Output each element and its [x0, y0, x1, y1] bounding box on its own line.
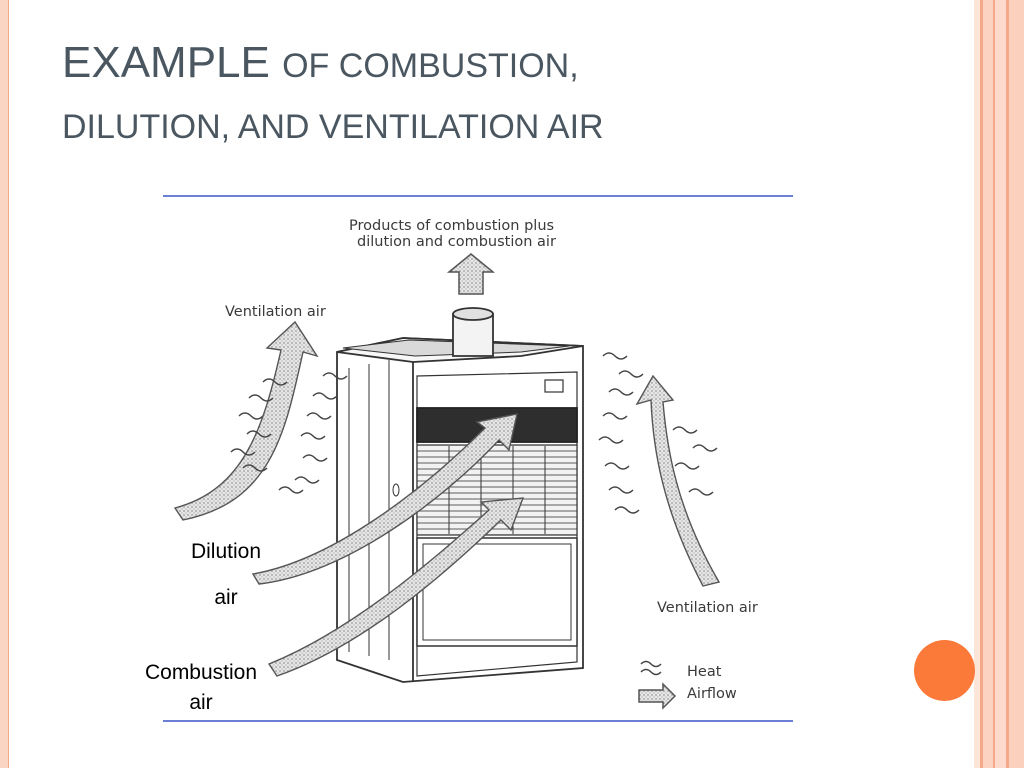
legend-airflow-label: Airflow	[687, 686, 737, 702]
furnace-cabinet	[336, 337, 584, 683]
ventilation-arrow-left	[173, 320, 319, 521]
furnace-diagram: Products of combustion plus dilution and…	[163, 190, 795, 730]
ventilation-left-label: Ventilation air	[225, 304, 326, 320]
legend-heat-label: Heat	[687, 664, 722, 680]
orange-circle-decoration	[914, 640, 975, 701]
title-example: EXAMPLE	[62, 38, 270, 87]
products-label: Products of combustion plus	[349, 218, 555, 234]
right-stripe-decoration	[974, 0, 1024, 768]
dilution-air-caption: Dilution	[180, 540, 272, 564]
title-dilution-ventilation: dilution, and ventilation air	[62, 108, 604, 146]
combustion-air-caption: Combustion air	[130, 658, 272, 718]
combustion-caption-line1: Combustion	[144, 661, 258, 684]
dilution-air-caption-2: air	[180, 586, 272, 610]
combustion-caption-line2: air	[189, 691, 213, 714]
dilution-air-arrow	[251, 413, 518, 585]
dilution-caption-line1: Dilution	[190, 540, 262, 563]
ventilation-right-label: Ventilation air	[657, 600, 758, 616]
flue-collar	[452, 307, 494, 357]
title-of-combustion: of combustion,	[282, 47, 579, 85]
heat-waves	[230, 352, 718, 514]
legend	[638, 660, 677, 710]
furnace-illustration	[163, 195, 793, 722]
products-label-line2: dilution and combustion air	[357, 234, 556, 250]
exhaust-arrow	[446, 253, 496, 295]
combustion-air-arrow	[267, 497, 525, 677]
slide-title: EXAMPLE of combustion, dilution, and ven…	[62, 34, 922, 156]
left-border-decoration	[0, 0, 9, 768]
ventilation-arrow-right	[635, 374, 721, 587]
dilution-caption-line2: air	[214, 586, 238, 609]
